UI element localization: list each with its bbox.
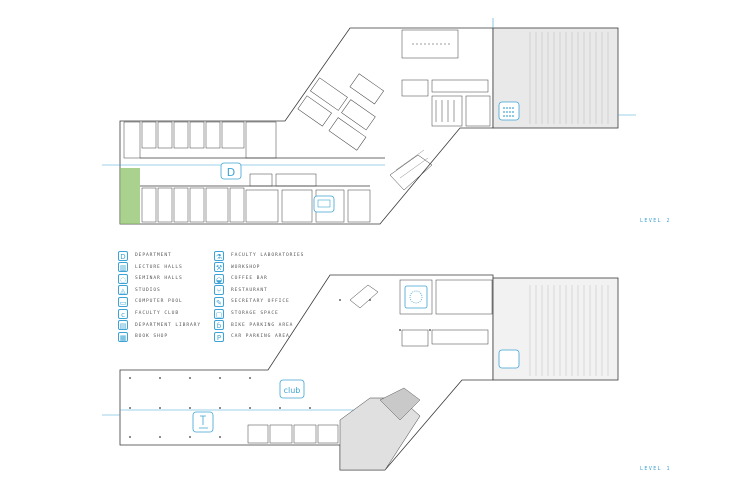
faculty-club-icon: c [118,308,128,319]
legend-item: ⚒ WORKSHOP [214,262,260,273]
legend-label: WORKSHOP [231,264,261,270]
legend-label: BIKE PARKING AREA [231,322,294,328]
level-1-outline [119,274,494,471]
legend-label: COFFEE BAR [231,276,268,282]
legend-item: ▥ LECTURE HALLS [118,262,183,273]
lecture-hall-icon: ▥ [118,262,128,273]
legend-label: DEPARTMENT [135,253,172,258]
greenery [120,168,140,224]
studio-icon: ◬ [118,285,128,296]
computer-pool-icon: ▭ [118,296,128,307]
legend-item: ⚗ FACULTY LABORATORIES [214,250,304,261]
level-1-label: LEVEL 1 [640,466,671,472]
seminar-hall-marker-level-1 [404,285,428,309]
legend-label: SECRETARY OFFICE [231,299,290,305]
book-shop-icon: ▦ [118,331,128,342]
lecture-hall-marker-level-1 [498,349,520,369]
faculty-club-marker-level-1 [279,379,305,399]
bike-icon: ɓ [214,320,224,331]
club-marker-glyph: club [284,386,301,395]
legend-item: ◬ STUDIOS [118,285,161,296]
department-icon: D [118,250,128,261]
legend-label: BOOK SHOP [135,334,168,340]
legend-label: COMPUTER POOL [135,299,183,305]
legend-item: P CAR PARKING AREA [214,331,290,342]
legend-label: LECTURE HALLS [135,264,183,270]
lecture-hall-marker-level-2 [498,101,520,121]
storage-icon: ▢ [214,308,224,319]
legend-item: ▦ BOOK SHOP [118,331,168,342]
legend-item: ✎ SECRETARY OFFICE [214,296,290,307]
legend-label: CAR PARKING AREA [231,334,290,340]
seminar-hall-icon: ◌ [118,273,128,284]
legend-label: FACULTY LABORATORIES [231,253,305,258]
legend-label: RESTAURANT [231,287,268,293]
legend-item: ▤ DEPARTMENT LIBRARY [118,320,201,331]
legend-item: ▭ COMPUTER POOL [118,296,183,307]
legend-item: ▢ STORAGE SPACE [214,308,279,319]
legend-item: c FACULTY CLUB [118,308,179,319]
legend-label: DEPARTMENT LIBRARY [135,322,201,328]
restaurant-icon: ⑂ [214,285,224,296]
department-marker-level-2 [220,162,242,180]
department-marker-glyph: D [227,166,235,179]
car-parking-icon: P [214,331,224,342]
legend-item: ɓ BIKE PARKING AREA [214,320,293,331]
level-2-label: LEVEL 2 [640,218,671,224]
legend-label: STORAGE SPACE [231,311,279,316]
legend-item: ⑂ RESTAURANT [214,285,268,296]
legend-label: SEMINAR HALLS [135,276,183,282]
legend-item: ◌ SEMINAR HALLS [118,273,183,284]
level-2-plan [102,18,636,225]
lecture-hall-level-2 [492,27,619,129]
legend-item: ◒ COFFEE BAR [214,273,268,284]
legend: D DEPARTMENT ▥ LECTURE HALLS ◌ SEMINAR HALLS ◬… [118,250,348,350]
legend-item: D DEPARTMENT [118,250,172,261]
department-library-icon: ▤ [118,320,128,331]
level-1-plan [102,274,619,471]
microscope-icon: ⚗ [214,250,224,261]
secretary-office-icon: ✎ [214,296,224,307]
computer-pool-marker-level-2 [313,195,335,213]
legend-label: FACULTY CLUB [135,311,179,316]
legend-label: STUDIOS [135,287,161,293]
coffee-icon: ◒ [214,273,224,284]
workshop-icon: ⚒ [214,262,224,273]
